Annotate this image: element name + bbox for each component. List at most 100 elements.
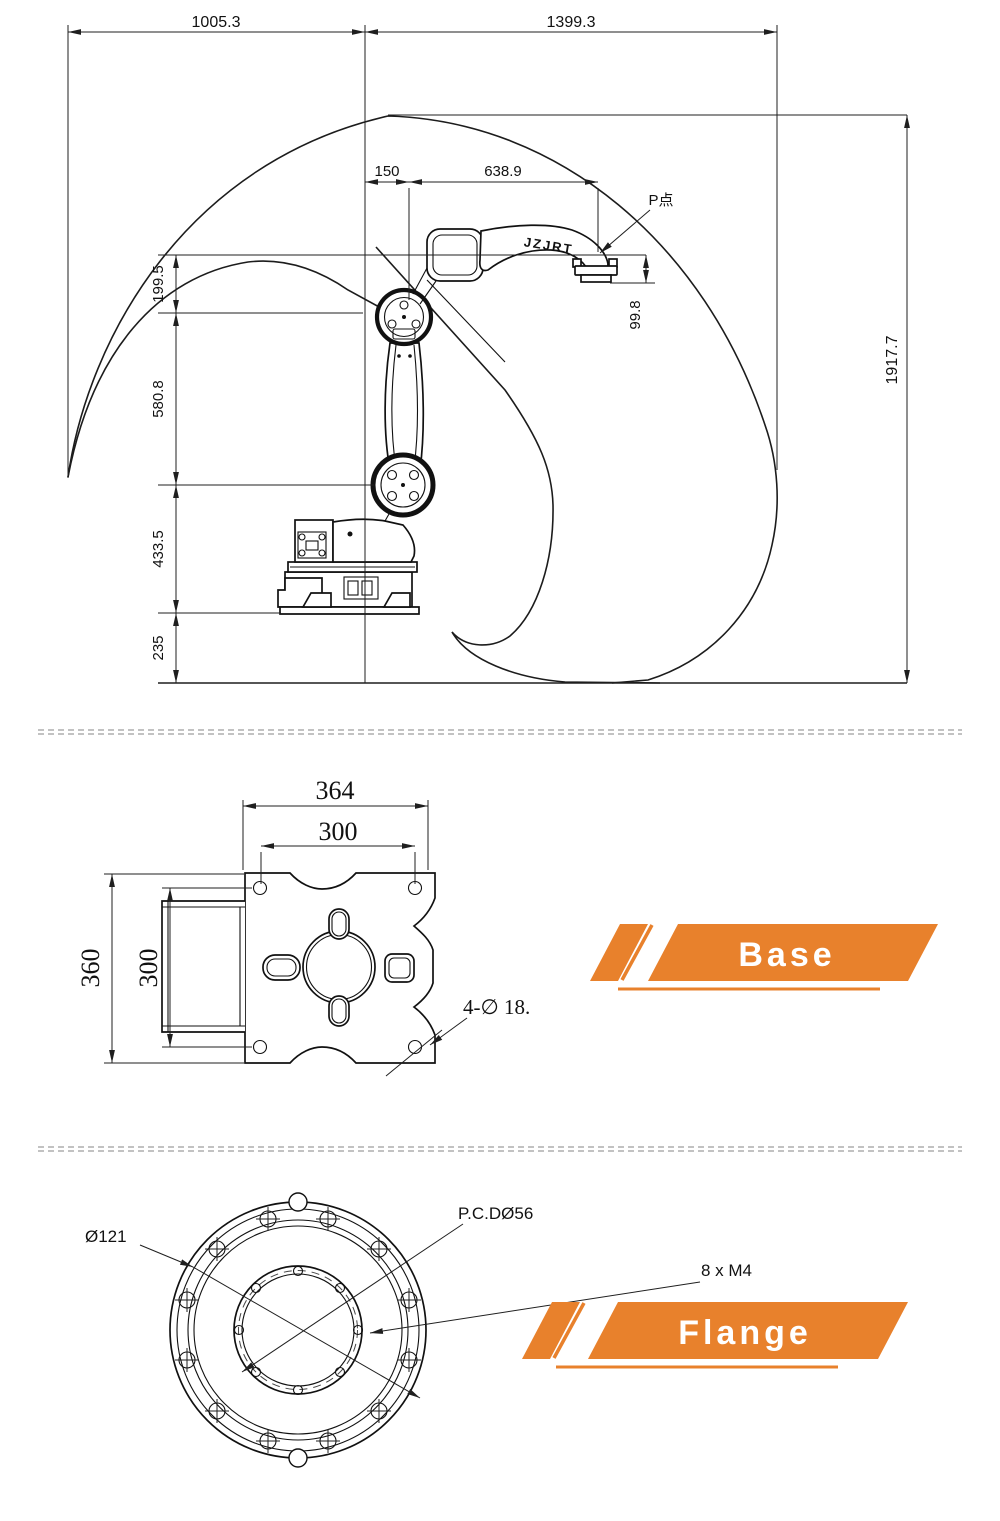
dim-label: 580.8	[150, 380, 167, 418]
shoulder-link	[412, 267, 437, 305]
robot-base-foot-left	[301, 592, 332, 608]
mount-hole	[252, 880, 268, 896]
diameter-line	[192, 1266, 421, 1399]
bolt-callout-label: 4-∅ 18.	[463, 995, 530, 1019]
shoulder-strut	[426, 279, 506, 363]
bolt	[399, 300, 409, 310]
base-panel	[343, 576, 379, 600]
dim-label: 150	[374, 163, 399, 180]
pocket-right-inner	[388, 957, 411, 979]
banner-accent-slash	[552, 1302, 586, 1359]
mount-hole	[252, 1039, 268, 1055]
bolt-callout-slash	[385, 1029, 443, 1077]
slot-left	[262, 954, 301, 981]
base-banner: Base	[590, 924, 938, 991]
bolt	[408, 490, 420, 502]
banner-accent-slash	[620, 924, 654, 981]
base-panel-detail	[361, 580, 373, 596]
diameter-leader	[139, 1244, 194, 1268]
flange-drawing	[169, 1192, 427, 1468]
diameter-label: Ø121	[85, 1227, 127, 1246]
p-point-label: P点	[648, 192, 673, 209]
dim-label: 433.5	[150, 530, 167, 568]
bolt	[411, 319, 421, 329]
bolt	[298, 533, 306, 541]
j3-joint-inner	[383, 296, 425, 338]
base-dimensions: 364 300 360 300 4-∅ 18.	[76, 776, 530, 1077]
tap-holes-label: 8 x M4	[701, 1261, 752, 1280]
pcd-label: P.C.DØ56	[458, 1204, 533, 1223]
dim-label: 1005.3	[192, 14, 241, 31]
flange-notch-bottom	[288, 1448, 308, 1468]
separator-top	[38, 729, 962, 735]
robot-base-flange	[279, 606, 420, 615]
separator-bottom	[38, 1146, 962, 1152]
dim-label: 360	[76, 949, 105, 988]
slot-top	[328, 908, 350, 940]
bolt	[298, 549, 306, 557]
base-protrusion	[161, 900, 245, 1033]
pcd-leader	[241, 1223, 464, 1373]
flange-ring-circle	[193, 1225, 403, 1435]
banner-main	[588, 1302, 908, 1359]
envelope-outer-arc	[67, 115, 778, 684]
dim-label: 638.9	[484, 163, 522, 180]
j1-motor-plate	[297, 531, 327, 559]
banner-title: Flange	[678, 1314, 812, 1352]
pocket-right	[384, 953, 415, 983]
bolt	[386, 490, 398, 502]
slot-bottom-inner	[331, 998, 347, 1024]
envelope-inner-curve	[375, 246, 554, 646]
slot-top-inner	[331, 911, 347, 937]
work-envelope	[67, 115, 778, 684]
banner-accent-small	[522, 1302, 580, 1359]
dim-label: 99.8	[627, 300, 644, 329]
bolt	[318, 549, 326, 557]
flange-notch-top	[288, 1192, 308, 1212]
turret-dot	[347, 531, 353, 537]
envelope-rear-arc	[67, 260, 393, 478]
dim-label: 1399.3	[547, 14, 596, 31]
dim-label: 235	[150, 635, 167, 660]
flange-annotations: Ø121 P.C.DØ56 8 x M4	[85, 1204, 752, 1399]
robot-base-foot-right	[382, 592, 411, 608]
dim-label: 300	[134, 949, 163, 988]
pitch-circle-dashed	[238, 1270, 358, 1390]
center-bore	[302, 930, 376, 1004]
wrist-flange-lower	[580, 274, 612, 283]
dim-label: 364	[316, 776, 355, 805]
flange-banner: Flange	[522, 1302, 908, 1369]
wrist-flange	[574, 265, 618, 276]
robot-arm: JZJRT	[277, 224, 618, 615]
bolt	[387, 319, 397, 329]
envelope-bottom-curve	[451, 631, 661, 684]
top-dimensions: 1005.3 1399.3 1917.7 150 638.9 P点 99.8 1…	[67, 14, 910, 684]
dot	[408, 354, 412, 358]
banner-accent-small	[590, 924, 648, 981]
dim-label: 300	[319, 817, 358, 846]
bolt	[408, 469, 420, 481]
j3-center	[402, 315, 406, 319]
bolt	[386, 469, 398, 481]
flange-tap-holes	[233, 1265, 364, 1396]
slot-left-inner	[266, 958, 297, 977]
banner-title: Base	[738, 936, 835, 974]
j3-tab	[392, 328, 416, 340]
j1-turret	[332, 518, 416, 563]
j2-center	[401, 483, 405, 487]
banner-main	[648, 924, 938, 981]
dot	[397, 354, 401, 358]
bolt-callout-leader	[429, 1017, 468, 1046]
p-point-leader	[599, 209, 651, 254]
j1-motor-center	[305, 540, 319, 551]
slot-bottom	[328, 995, 350, 1027]
dim-label: 199.5	[150, 265, 167, 303]
flange-ring-circle	[187, 1219, 409, 1441]
j2-joint-inner	[380, 462, 426, 508]
base-drawing	[161, 872, 436, 1064]
flange-outer-bolts	[175, 1207, 421, 1453]
bolt	[318, 533, 326, 541]
dim-label: 1917.7	[884, 335, 901, 384]
